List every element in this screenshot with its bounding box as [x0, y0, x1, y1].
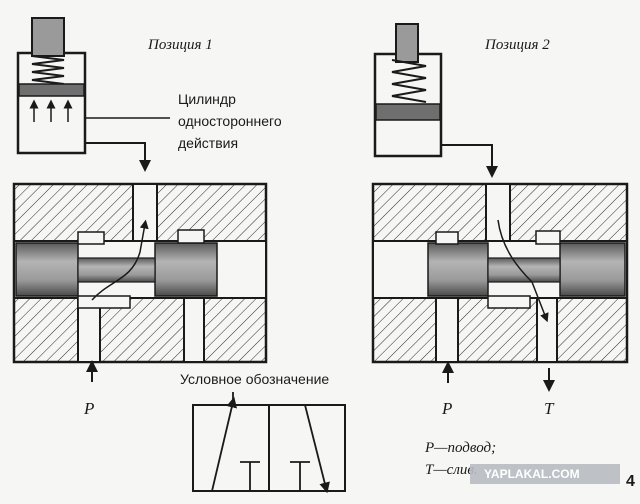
page-number: 4: [626, 473, 635, 490]
inlet-label-1: P: [83, 399, 94, 418]
legend-line-1: P—подвод;: [424, 440, 496, 456]
pipe-to-cylinder: [85, 142, 151, 172]
valve-body-1: [12, 182, 268, 364]
cylinder-caption-line-3: действия: [178, 135, 238, 151]
valve-body-2: [371, 182, 629, 364]
watermark: YAPLAKAL.COM: [470, 464, 620, 484]
outlet-label: T: [544, 399, 555, 418]
cylinder-2: [373, 23, 443, 158]
valve-symbol: Условное обозначение: [180, 371, 346, 494]
piston: [18, 83, 85, 97]
position-1-title: Позиция 1: [147, 37, 213, 53]
legend-line-2: T—слив.: [425, 462, 478, 478]
position-1: Позиция 1 Цилиндр одностороннего действи…: [12, 17, 282, 418]
piston: [375, 103, 441, 121]
cylinder-caption-line-1: Цилиндр: [178, 91, 236, 107]
position-2-title: Позиция 2: [484, 37, 550, 53]
watermark-text: YAPLAKAL.COM: [484, 467, 580, 481]
pipe-from-cylinder: [441, 144, 498, 178]
cylinder-1: [16, 17, 87, 155]
cylinder-caption-line-2: одностороннего: [178, 113, 282, 129]
inlet-label-2: P: [441, 399, 452, 418]
position-2: Позиция 2: [371, 23, 629, 478]
symbol-caption: Условное обозначение: [180, 371, 329, 387]
